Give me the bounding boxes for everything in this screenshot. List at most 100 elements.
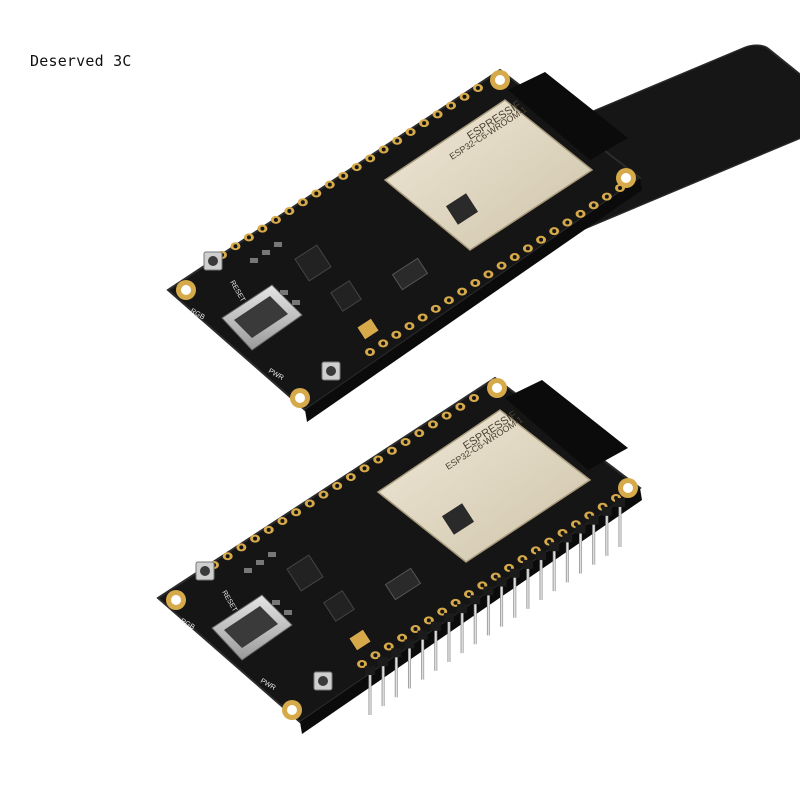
header-pin [368,675,372,715]
pin-pad-hole [440,609,445,614]
pin-pad-hole [376,457,381,462]
pin-pad-hole [462,94,467,99]
header-pin [552,551,556,592]
pin-pad-hole [565,220,570,225]
header-pin [421,639,425,680]
pin-pad-hole [512,255,517,260]
mounting-hole-center [495,75,505,85]
chip [323,590,355,622]
pin-pad-hole [444,413,449,418]
pin-pad-hole [381,341,386,346]
pin-pad-hole [539,237,544,242]
header-pin-base [378,657,389,667]
header-pin-base [470,595,481,605]
header-pin [605,515,609,556]
header-pin-base [391,648,402,658]
header-pin [447,621,451,662]
smd-component [244,568,252,573]
pin-pad-hole [280,519,285,524]
header-pin [486,595,490,636]
pin-pad-hole [341,173,346,178]
usb-c-opening [224,606,278,648]
pin-pad-hole [618,186,622,190]
power-button-cap [326,366,336,376]
pin-pad-hole [476,86,480,90]
header-pin-base [549,542,560,552]
header-pin [565,542,569,583]
pin-pad-hole [287,209,292,214]
pin-pad-hole [253,536,258,541]
pin-pad-hole [389,448,394,453]
chip [294,244,332,282]
header-pin [526,568,530,609]
pin-pad-hole [407,324,412,329]
pin-pad-hole [446,298,451,303]
pin-pad-hole [260,226,265,231]
pin-pad-hole [394,332,399,337]
smd-component [268,552,276,557]
header-pin [460,613,464,654]
regulator [384,567,422,601]
header-pin [407,648,411,689]
pin-pad-hole [300,200,305,205]
pin-pad-hole [433,306,438,311]
pin-pad-hole [435,112,440,117]
antenna-area [508,72,628,160]
smd-component [272,600,280,605]
pin-pad-hole [403,439,408,444]
pin-pad-hole [266,527,271,532]
pin-pad-hole [233,244,238,249]
pin-pad-hole [354,165,359,170]
esp32-module-shield [383,99,594,251]
pin-pad-hole [314,191,319,196]
antenna-area [505,380,628,470]
pin-pad-hole [246,235,251,240]
smd-component [262,250,270,255]
header-pin-base [615,498,625,507]
pin-pad-hole [225,554,230,559]
pcb-edge [305,178,642,422]
pin-pad-hole [591,203,596,208]
pin-pad-hole [294,510,299,515]
smd-component [250,258,258,263]
header-pin [592,524,596,565]
pin-pad-hole [395,138,400,143]
pin-pad-hole [422,121,427,126]
header-pin-base [417,630,428,640]
pin-pad-hole [386,644,391,649]
header-pin [394,657,398,698]
pin-pad-hole [604,194,609,199]
esp32-board-2: ESPRESSIF ESP32-C6-WROOM-1 RESET RGB [156,376,642,734]
smd-component [256,560,264,565]
header-pin-base [443,612,454,622]
smd-component [274,242,282,247]
pin-pad-hole [335,483,340,488]
pin-pad-hole [486,272,491,277]
header-pins-front [365,498,625,715]
pin-pad-hole [368,156,373,161]
header-pin-base [457,604,468,614]
pin-pad-hole [348,475,353,480]
header-pin [473,604,477,645]
mounting-hole-center [287,705,297,715]
reset-button-cap [200,566,210,576]
pin-pad-hole [381,147,386,152]
pin-pad-hole [472,396,476,400]
pin-pad-hole [360,662,364,666]
pin-pad-hole [449,103,454,108]
mounting-hole-center [621,173,631,183]
pin-pad-hole [426,618,431,623]
pin-pad-hole [499,263,504,268]
crystal [357,318,379,340]
usb-c-opening [234,296,288,338]
pin-pads-bottom-row [365,184,625,356]
header-pin-base [404,639,415,649]
pin-pad-hole [473,280,478,285]
pin-pad-hole [578,211,583,216]
header-pin-base [365,666,375,675]
header-pin-base [496,577,507,587]
header-pin [434,630,438,671]
mounting-hole-center [623,483,633,493]
